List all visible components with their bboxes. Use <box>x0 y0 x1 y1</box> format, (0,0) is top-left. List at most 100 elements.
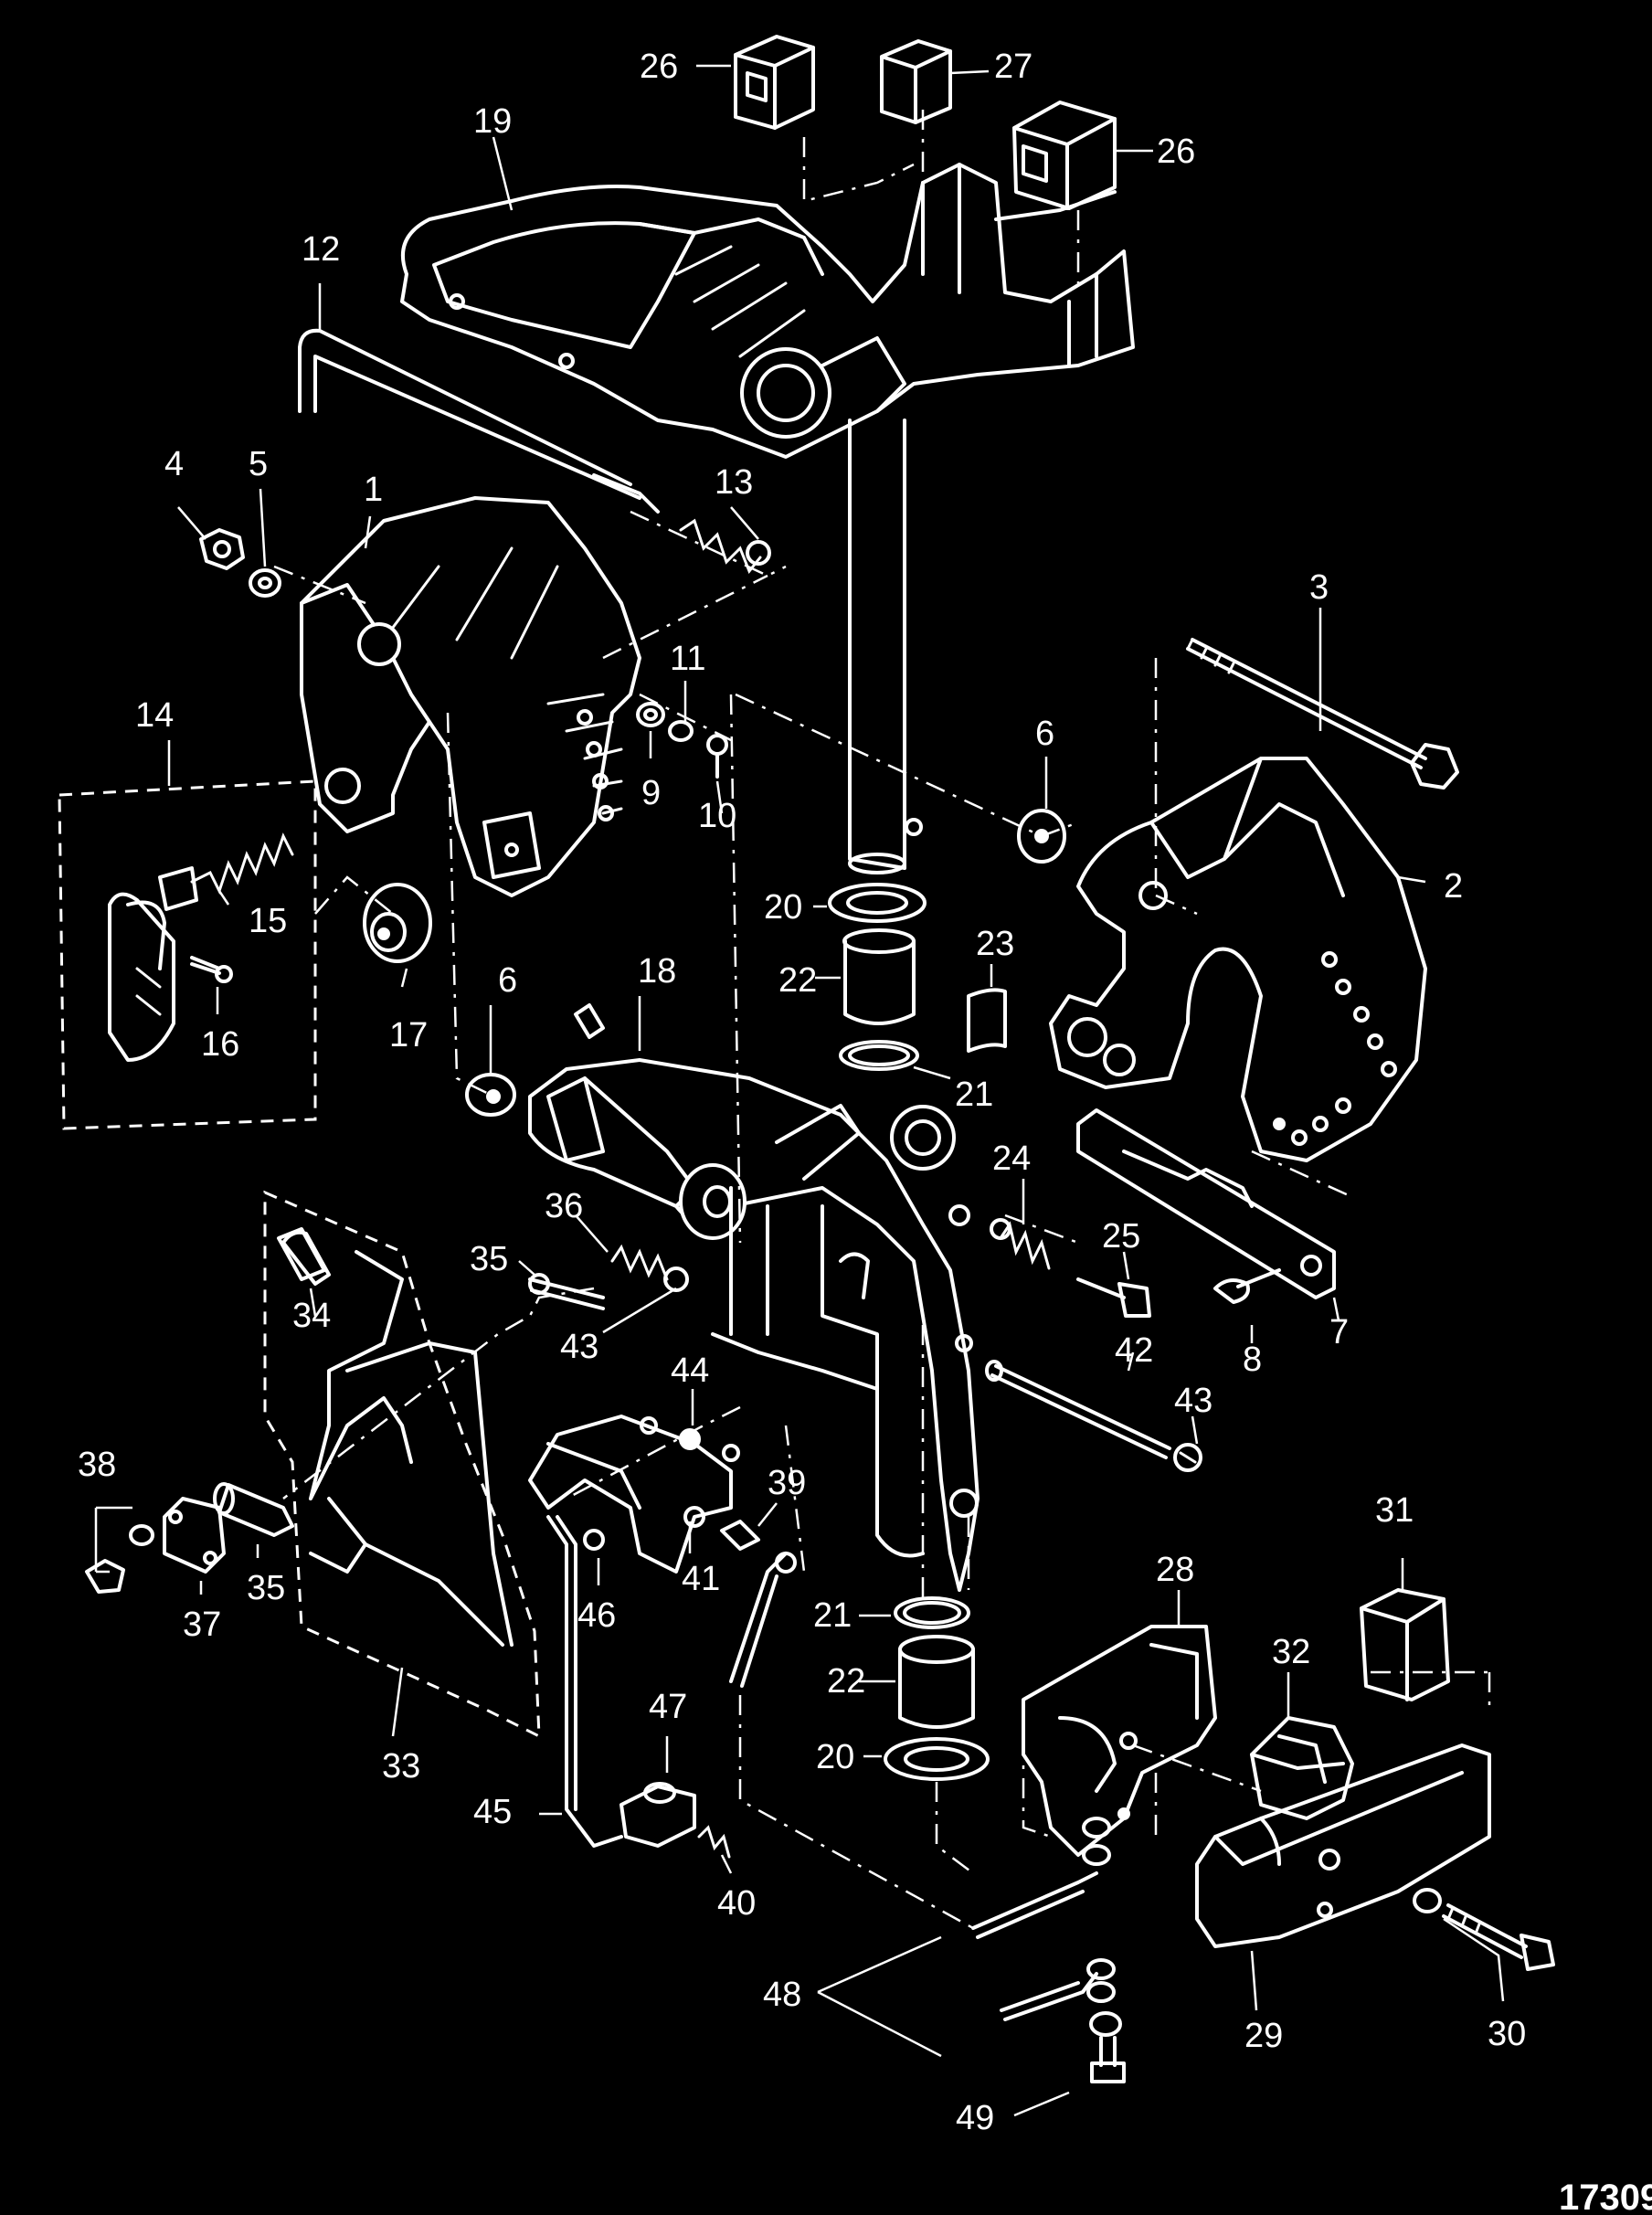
part-43-nut-lower <box>1173 1443 1202 1472</box>
part-49-screw <box>1089 2011 1126 2083</box>
callout-1: 1 <box>364 471 383 509</box>
part-26-rubber-mount-left <box>734 35 815 130</box>
callout-leader-lines <box>94 64 1505 2117</box>
callout-36: 36 <box>545 1187 583 1225</box>
part-6-washer-lower <box>465 1073 516 1117</box>
callout-4: 4 <box>164 445 184 483</box>
callout-34: 34 <box>292 1297 331 1335</box>
part-44-spring <box>679 1428 701 1450</box>
part-20-thrust-washer-upper <box>828 883 927 923</box>
part-11-washer <box>668 720 694 742</box>
callout-35: 35 <box>470 1240 508 1278</box>
callout-33: 33 <box>382 1747 420 1786</box>
callout-37: 37 <box>183 1606 221 1644</box>
part-12-tilt-lock-rod <box>298 328 660 514</box>
part-39-screw <box>720 1520 760 1551</box>
part-35-pin-lower <box>213 1482 294 1537</box>
part-17-knob <box>363 883 432 963</box>
callout-18: 18 <box>638 952 676 991</box>
callout-31: 31 <box>1375 1491 1414 1530</box>
steering-tube <box>848 419 923 874</box>
callout-15: 15 <box>249 902 287 940</box>
part-46-nut <box>583 1529 605 1551</box>
callout-43: 43 <box>560 1328 598 1366</box>
part-16-pin <box>190 956 233 983</box>
callout-19: 19 <box>473 102 512 141</box>
part-7-plate <box>1076 1108 1336 1299</box>
callout-20: 20 <box>816 1738 854 1776</box>
part-40-screw <box>697 1825 731 1859</box>
part-34-cap <box>277 1227 326 1281</box>
callout-5: 5 <box>249 445 268 483</box>
callout-12: 12 <box>302 230 340 269</box>
callout-29: 29 <box>1244 2017 1283 2055</box>
part-18-grease-fitting <box>574 1003 605 1039</box>
part-33-tilt-support-assembly <box>263 1190 541 1739</box>
callout-49: 49 <box>956 2099 994 2137</box>
part-21-ring-lower <box>894 1596 970 1629</box>
part-25-screw <box>1076 1277 1151 1318</box>
part-28-lower-mount-bracket <box>1022 1625 1217 1857</box>
part-13-spring <box>679 518 771 574</box>
callout-25: 25 <box>1102 1217 1140 1256</box>
callout-14: 14 <box>135 696 174 735</box>
part-29-lower-mount-cover <box>1195 1743 1491 1948</box>
callout-17: 17 <box>389 1016 428 1055</box>
callout-40: 40 <box>717 1884 756 1923</box>
callout-32: 32 <box>1272 1633 1310 1671</box>
drawing-number: 17309 <box>1559 2178 1652 2215</box>
callout-30: 30 <box>1488 2015 1526 2053</box>
part-2-clamp-bracket-starboard <box>1049 757 1427 1162</box>
part-30-bolt <box>1413 1888 1555 1971</box>
callout-8: 8 <box>1243 1341 1262 1379</box>
part-23-liner <box>967 988 1007 1053</box>
callout-20: 20 <box>764 888 802 927</box>
callout-22: 22 <box>827 1662 865 1701</box>
part-45-link-rod <box>546 1515 623 1848</box>
callout-10: 10 <box>698 797 736 835</box>
callout-27: 27 <box>994 48 1032 86</box>
part-48-ground-wire <box>971 1817 1116 2021</box>
callout-7: 7 <box>1329 1313 1349 1351</box>
callout-11: 11 <box>670 640 705 678</box>
part-32-rubber-mount <box>1250 1716 1354 1820</box>
callout-24: 24 <box>992 1139 1031 1178</box>
part-38-screw <box>85 1524 154 1594</box>
part-10-screw <box>706 734 728 779</box>
callout-45: 45 <box>473 1793 512 1831</box>
part-15-spring-rod <box>158 832 294 911</box>
callout-22: 22 <box>778 961 817 1000</box>
callout-43: 43 <box>1174 1382 1213 1420</box>
part-47-swivel-block <box>620 1782 696 1848</box>
part-26-rubber-mount-right <box>1012 101 1117 210</box>
callout-21: 21 <box>813 1596 852 1635</box>
part-37-bracket <box>163 1497 226 1574</box>
part-14-tilt-lever-assembly <box>58 779 317 1130</box>
part-24-spring <box>990 1218 1051 1270</box>
callout-48: 48 <box>763 1976 801 2014</box>
part-1-clamp-bracket-port <box>300 496 641 897</box>
callout-42: 42 <box>1115 1331 1153 1370</box>
callout-47: 47 <box>649 1688 687 1726</box>
callout-6: 6 <box>498 961 517 1000</box>
part-39-lead-wire <box>729 1552 797 1688</box>
callout-26: 26 <box>640 48 678 86</box>
callout-41: 41 <box>682 1560 720 1598</box>
part-4-nut <box>199 528 245 570</box>
callout-6: 6 <box>1035 715 1054 753</box>
callout-23: 23 <box>976 925 1014 963</box>
callout-9: 9 <box>641 774 661 812</box>
callout-28: 28 <box>1156 1551 1194 1589</box>
part-3-tilt-tube-bolt <box>1186 638 1459 790</box>
callout-38: 38 <box>78 1446 116 1484</box>
part-18-swivel-bracket <box>528 1058 980 1592</box>
part-9-bushing <box>636 702 665 727</box>
part-21-ring-upper <box>839 1040 919 1071</box>
callout-3: 3 <box>1309 568 1329 607</box>
callout-39: 39 <box>768 1464 806 1502</box>
callout-16: 16 <box>201 1025 239 1064</box>
part-22-bushing-lower <box>898 1635 975 1729</box>
part-5-washer <box>249 568 281 598</box>
part-35-pin-upper <box>528 1273 605 1310</box>
